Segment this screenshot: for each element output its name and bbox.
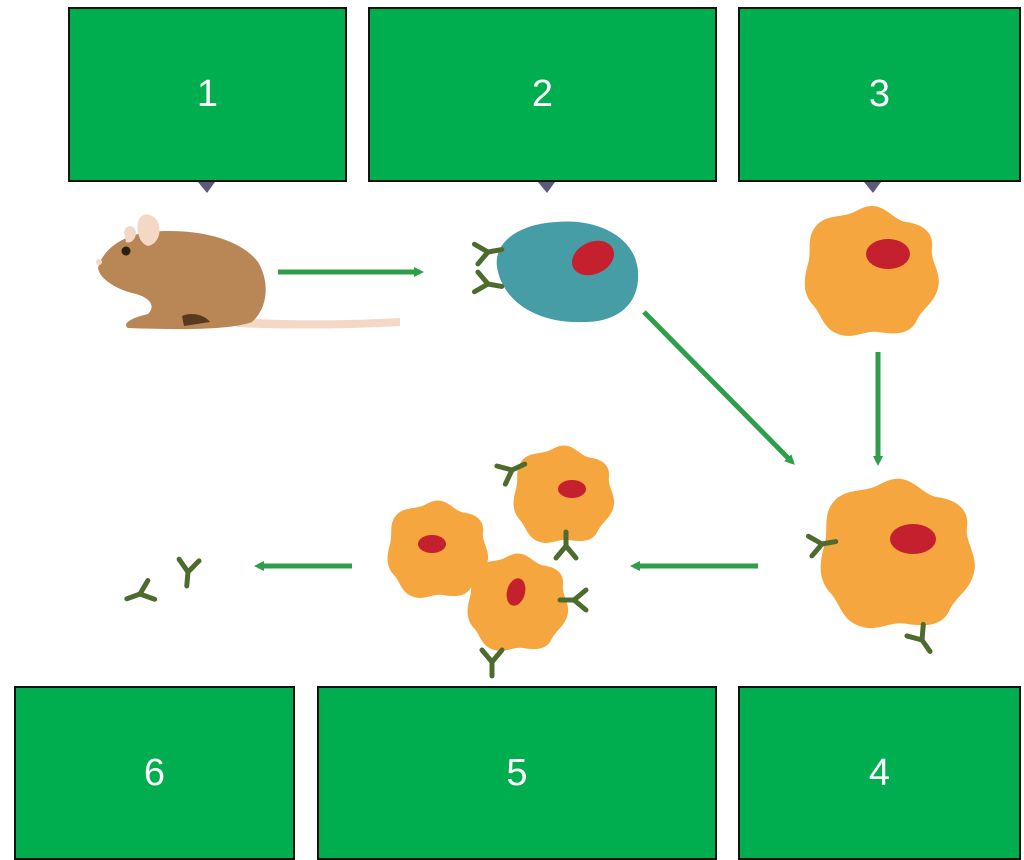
b-cell-icon	[474, 221, 639, 323]
process-arrows	[254, 267, 883, 571]
pointer-icon	[864, 182, 881, 193]
hybridoma-clone-icon	[387, 445, 615, 677]
antibody-icon	[482, 650, 502, 676]
myeloma-cell-icon	[804, 206, 939, 336]
label-box-3-text: 3	[868, 73, 891, 115]
label-box-2[interactable]: 2	[368, 7, 717, 182]
label-box-1[interactable]: 1	[68, 7, 347, 182]
label-box-5-text: 5	[506, 751, 528, 794]
hybridoma-cell-icon	[808, 478, 975, 658]
label-box-6[interactable]: 6	[14, 686, 295, 860]
pointer-icon	[538, 182, 555, 193]
pointer-triangles	[198, 182, 881, 193]
label-box-4[interactable]: 4	[738, 686, 1021, 860]
label-box-5[interactable]: 5	[317, 686, 717, 860]
arrow-icon	[642, 310, 795, 465]
antibody-icon	[123, 559, 199, 608]
antibody-icon	[907, 624, 938, 657]
label-box-3[interactable]: 3	[738, 7, 1021, 182]
label-box-4-text: 4	[868, 751, 891, 794]
label-box-1-text: 1	[196, 73, 219, 115]
mouse-icon	[96, 214, 400, 330]
label-box-6-text: 6	[143, 751, 166, 794]
pointer-icon	[198, 182, 215, 193]
label-box-2-text: 2	[531, 73, 554, 115]
